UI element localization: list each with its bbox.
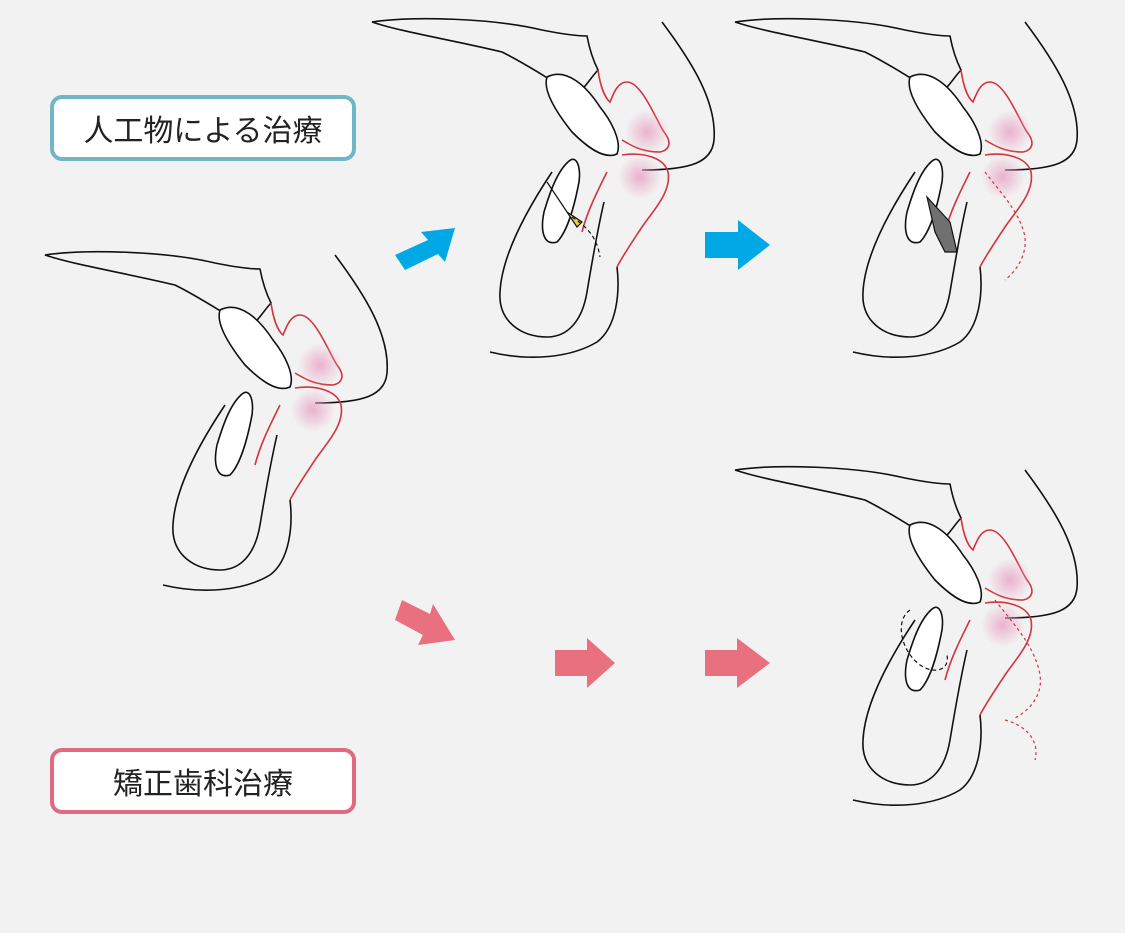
arrow-diagonal-icon: [395, 600, 455, 645]
artificial-step2-profile: [735, 19, 1077, 357]
orthodontic-result-profile: [735, 467, 1077, 805]
arrow-right-icon: [555, 638, 615, 688]
arrow-right-icon: [705, 220, 770, 270]
artificial-step1-profile: [372, 19, 714, 357]
arrow-diagonal-icon: [395, 228, 455, 270]
arrow-right-icon: [705, 638, 770, 688]
original-profile: [45, 252, 387, 590]
